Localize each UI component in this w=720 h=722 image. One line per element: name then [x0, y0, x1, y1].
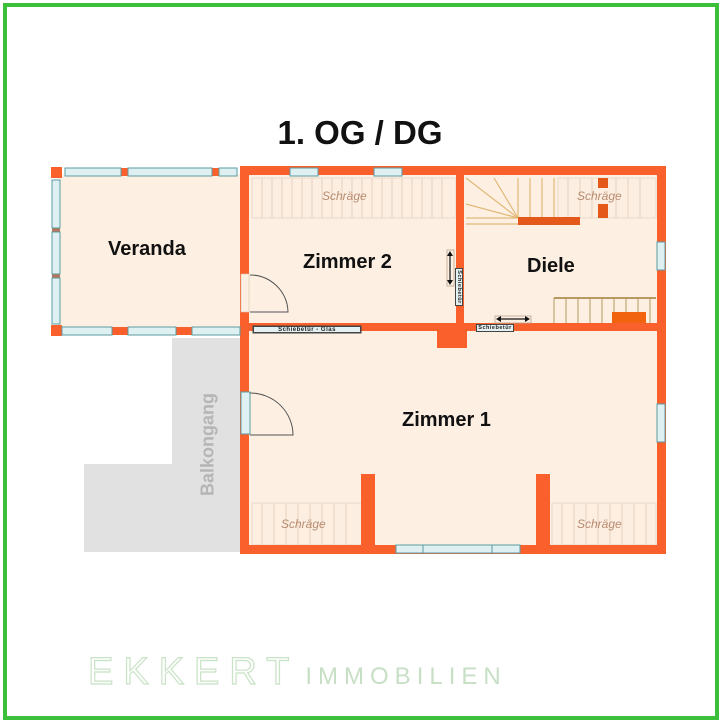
- slope-label-diele: Schräge: [577, 189, 622, 203]
- lower-staircase: [553, 297, 656, 325]
- floor-title: 1. OG / DG: [277, 114, 443, 151]
- staircase: [465, 177, 555, 225]
- sliding-door-label-horizontal: Schiebetür: [476, 324, 514, 332]
- room-label-diele: Diele: [527, 255, 575, 277]
- sliding-glass-door-label: Schiebetür - Glas: [253, 326, 361, 333]
- room-label-balkongang: Balkongang: [197, 393, 218, 497]
- balkongang-area: [84, 338, 244, 552]
- veranda-floor: [58, 174, 244, 330]
- logo-sub-text: IMMOBILIEN: [305, 663, 507, 690]
- logo-main-text: EKKERT: [87, 650, 300, 693]
- slope-label-zimmer1-left: Schräge: [281, 517, 326, 531]
- chimney-block: [612, 312, 646, 326]
- room-label-veranda: Veranda: [108, 238, 186, 260]
- slope-label-zimmer2: Schräge: [322, 189, 367, 203]
- door-swing-zimmer2: [249, 274, 289, 313]
- room-label-zimmer2: Zimmer 2: [303, 251, 392, 273]
- stair-rail: [518, 217, 580, 225]
- door-opening-zimmer2: [240, 273, 250, 313]
- room-label-zimmer1: Zimmer 1: [402, 409, 491, 431]
- main-floor: [248, 174, 660, 548]
- green-border-frame: [3, 3, 719, 720]
- sliding-door-label-vertical: Schiebetür: [455, 268, 463, 306]
- door-swing-zimmer1: [249, 392, 294, 436]
- slope-label-zimmer1-right: Schräge: [577, 517, 622, 531]
- windows: [51, 167, 666, 554]
